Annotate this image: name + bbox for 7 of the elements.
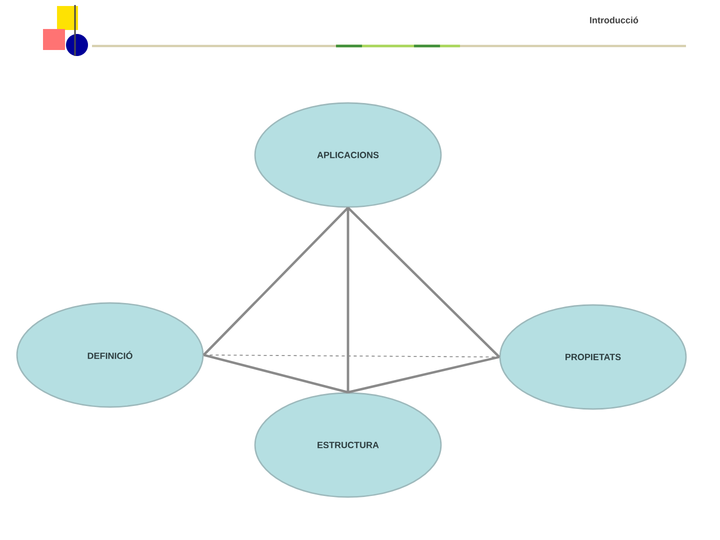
connector-line (346, 208, 350, 392)
connector-line (203, 354, 500, 358)
connector-line (348, 356, 500, 394)
connector-line (202, 206, 349, 356)
connector-line (347, 206, 500, 358)
header-title: Introducció (590, 16, 638, 24)
connector-line (203, 354, 348, 394)
